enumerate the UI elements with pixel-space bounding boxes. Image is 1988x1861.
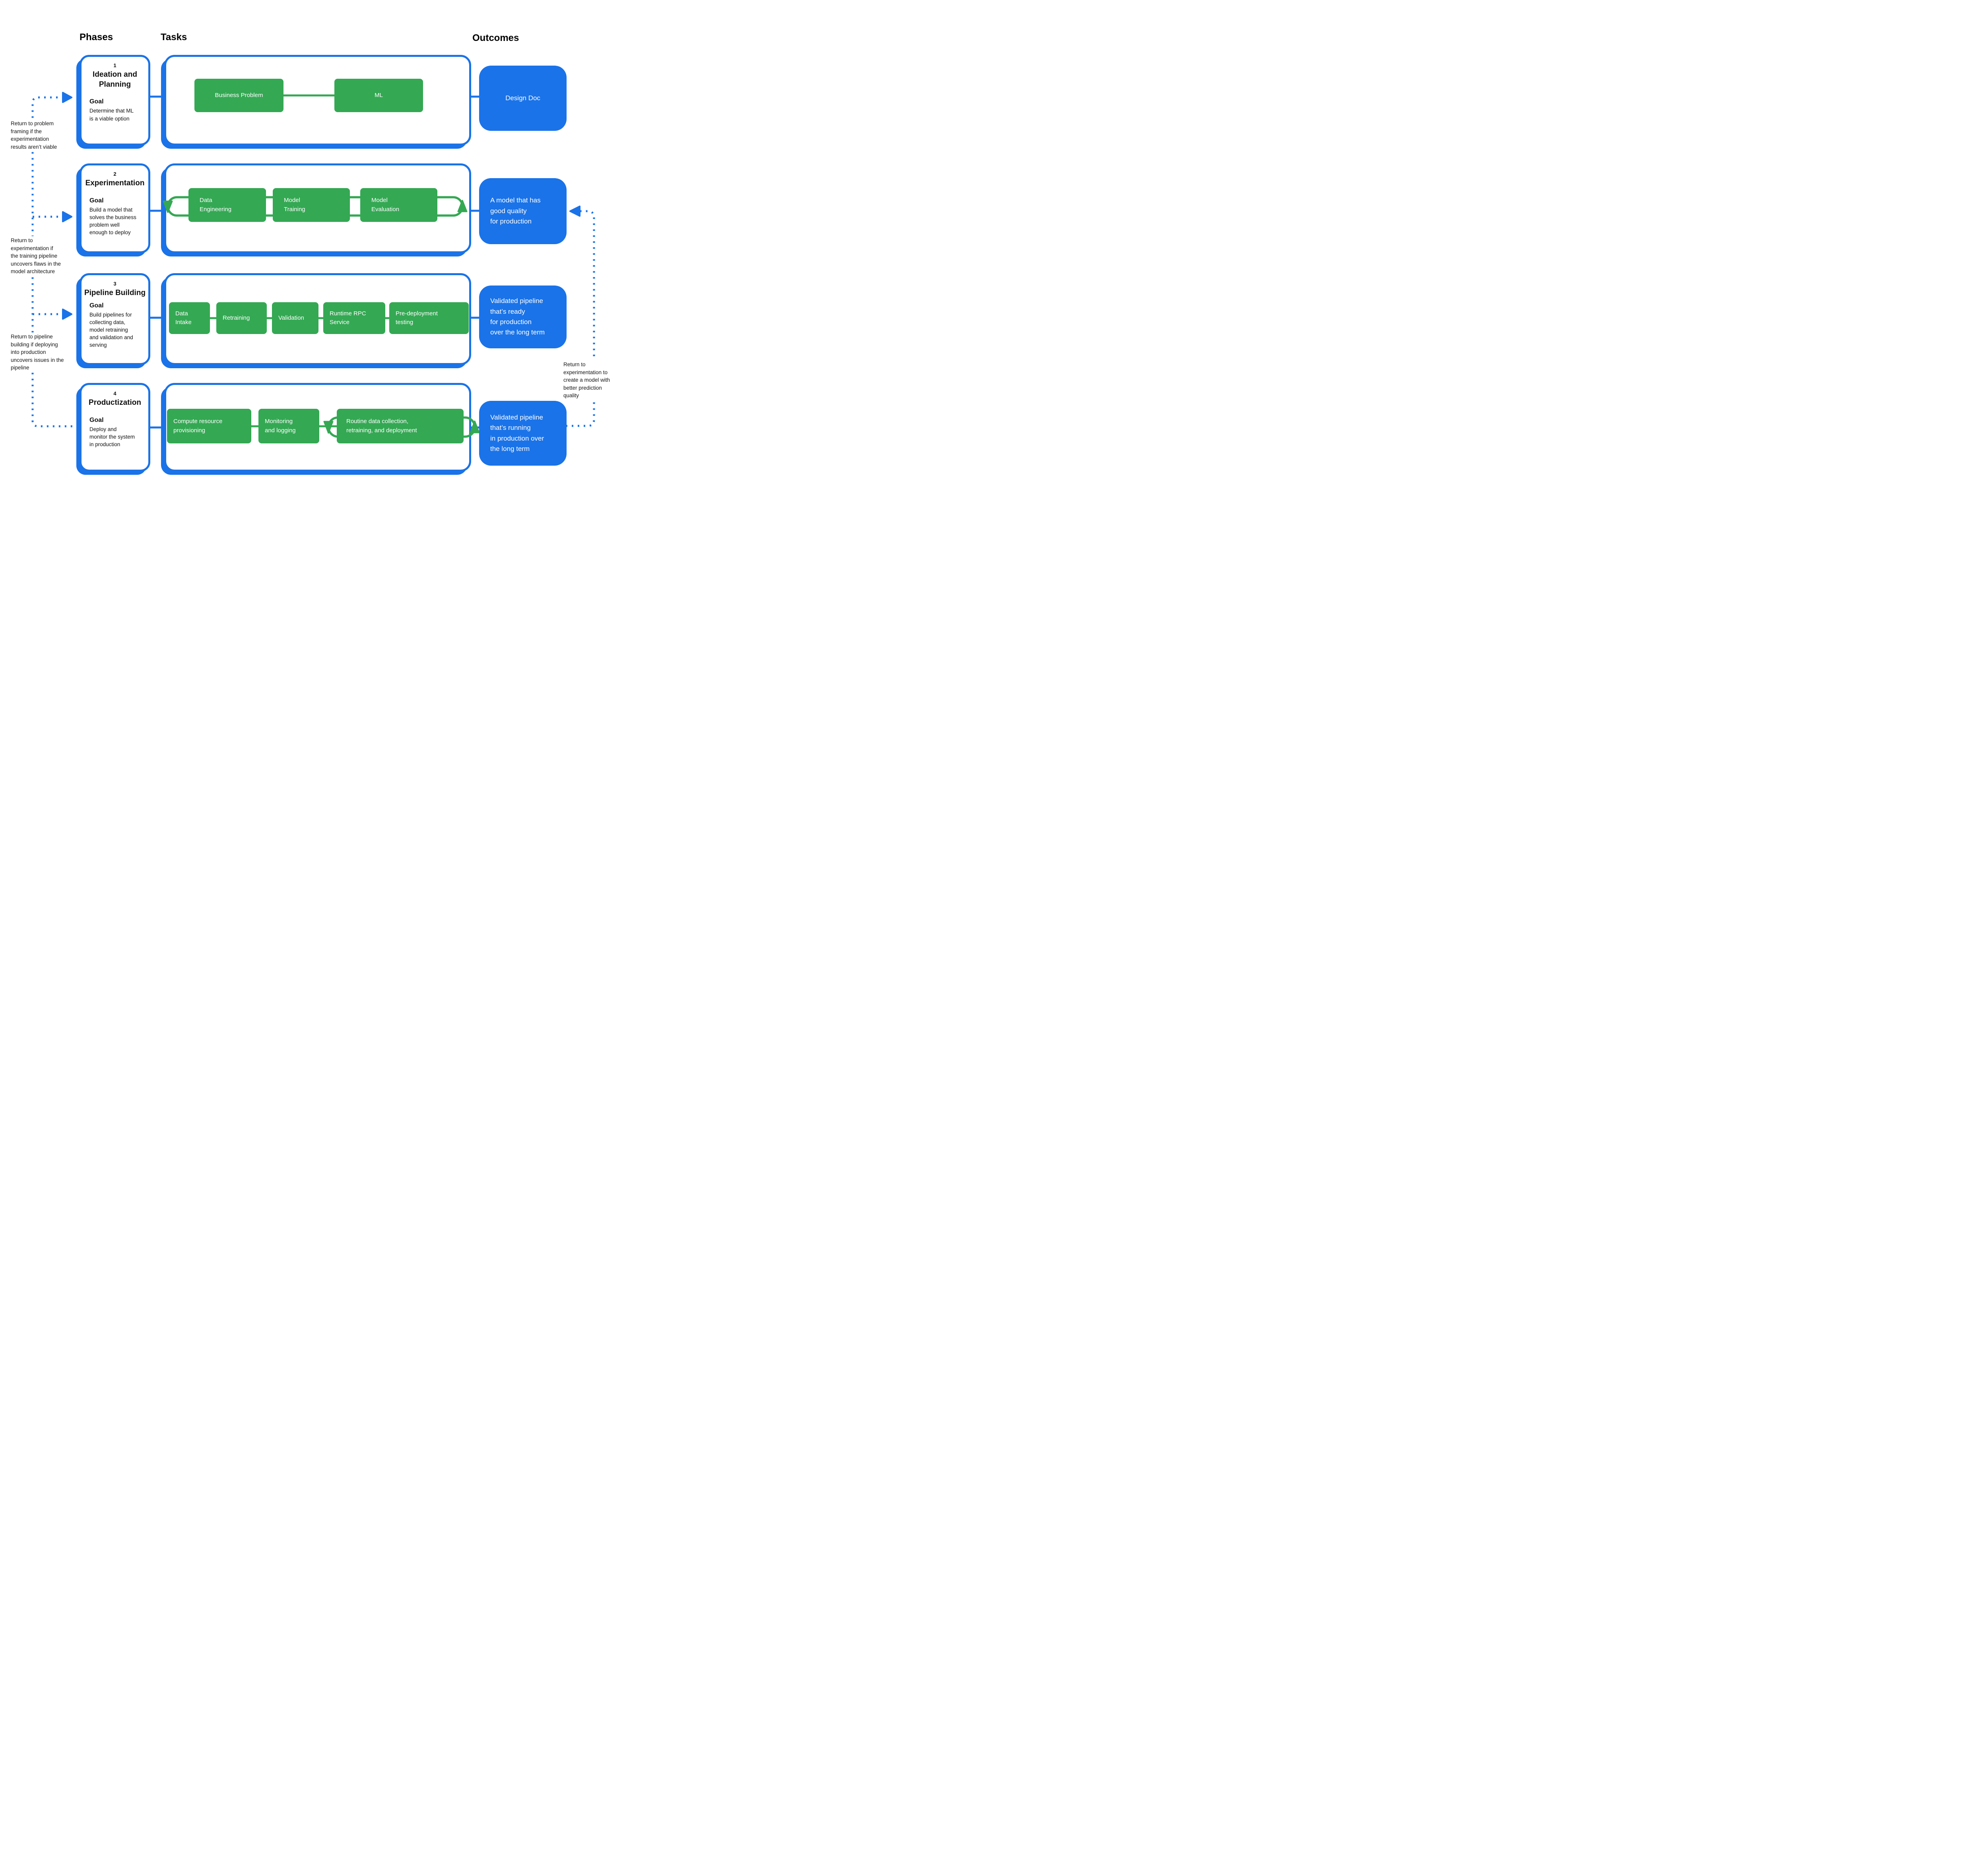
goal-label: Goal — [89, 302, 104, 309]
phase-title: Experimentation — [85, 179, 145, 187]
phase-goal: Goal Build pipelines for collecting data… — [89, 302, 144, 349]
task-box-model-training: Model Training — [273, 188, 350, 222]
phase-card-pipeline-building: 3 Pipeline Building Goal Build pipelines… — [80, 273, 150, 365]
phase-goal: Goal Determine that ML is a viable optio… — [89, 98, 144, 122]
task-box-validation: Validation — [272, 302, 318, 334]
task-box-data-engineering: Data Engineering — [188, 188, 266, 222]
phase-title: Ideation and Planning — [93, 70, 137, 89]
task-box-data-intake: Data Intake — [169, 302, 210, 334]
outcome-box-design-doc: Design Doc — [479, 66, 567, 131]
task-box-runtime-rpc-service: Runtime RPC Service — [323, 302, 385, 334]
goal-text: Determine that ML is a viable option — [89, 108, 134, 122]
goal-label: Goal — [89, 416, 104, 423]
goal-label: Goal — [89, 197, 104, 204]
goal-text: Build a model that solves the business p… — [89, 206, 136, 236]
phase-number: 3 — [113, 281, 116, 287]
task-box-compute-resource-provisioning: Compute resource provisioning — [167, 409, 251, 443]
goal-text: Build pipelines for collecting data, mod… — [89, 311, 133, 348]
phase-number: 4 — [113, 390, 116, 396]
mlops-workflow-diagram: Phases Tasks Outcomes — [0, 0, 623, 514]
task-box-routine-data-collection: Routine data collection, retraining, and… — [337, 409, 464, 443]
phase-goal: Goal Deploy and monitor the system in pr… — [89, 417, 144, 448]
goal-text: Deploy and monitor the system in product… — [89, 426, 135, 447]
task-box-monitoring-and-logging: Monitoring and logging — [258, 409, 319, 443]
phase-card-productization: 4 Productization Goal Deploy and monitor… — [80, 383, 150, 472]
outcome-box-validated-pipeline-running: Validated pipeline that’s running in pro… — [479, 401, 567, 466]
annotation-return-to-pipeline-building: Return to pipeline building if deploying… — [10, 332, 65, 372]
column-header-phases: Phases — [80, 32, 113, 43]
task-box-retraining: Retraining — [216, 302, 267, 334]
goal-label: Goal — [89, 98, 104, 105]
phase-number: 2 — [113, 171, 116, 177]
task-box-ml: ML — [334, 79, 423, 112]
phase-card-experimentation: 2 Experimentation Goal Build a model tha… — [80, 163, 150, 253]
arrow-right-icon — [62, 309, 72, 320]
phase-card-ideation: 1 Ideation and Planning Goal Determine t… — [80, 55, 150, 146]
loop-arrow-up-icon — [470, 420, 480, 433]
task-box-business-problem: Business Problem — [194, 79, 283, 112]
annotation-return-to-problem-framing: Return to problem framing if the experim… — [10, 119, 58, 152]
outcome-box-validated-pipeline-ready: Validated pipeline that’s ready for prod… — [479, 286, 567, 348]
task-box-pre-deployment-testing: Pre-deployment testing — [389, 302, 469, 334]
task-box-model-evaluation: Model Evaluation — [360, 188, 437, 222]
arrow-right-icon — [62, 92, 72, 103]
row-connector-lines — [148, 95, 480, 429]
column-header-tasks: Tasks — [161, 32, 187, 43]
annotation-return-to-experimentation: Return to experimentation if the trainin… — [10, 236, 62, 276]
phase-number: 1 — [113, 62, 116, 68]
phase-title: Productization — [89, 398, 141, 407]
phase-title: Pipeline Building — [84, 289, 146, 297]
column-header-outcomes: Outcomes — [472, 33, 519, 43]
arrow-left-icon — [569, 206, 580, 217]
annotation-return-for-better-quality: Return to experimentation to create a mo… — [562, 360, 612, 400]
arrow-right-icon — [62, 211, 72, 222]
phase-goal: Goal Build a model that solves the busin… — [89, 197, 144, 237]
outcome-box-quality-model: A model that has good quality for produc… — [479, 178, 567, 244]
